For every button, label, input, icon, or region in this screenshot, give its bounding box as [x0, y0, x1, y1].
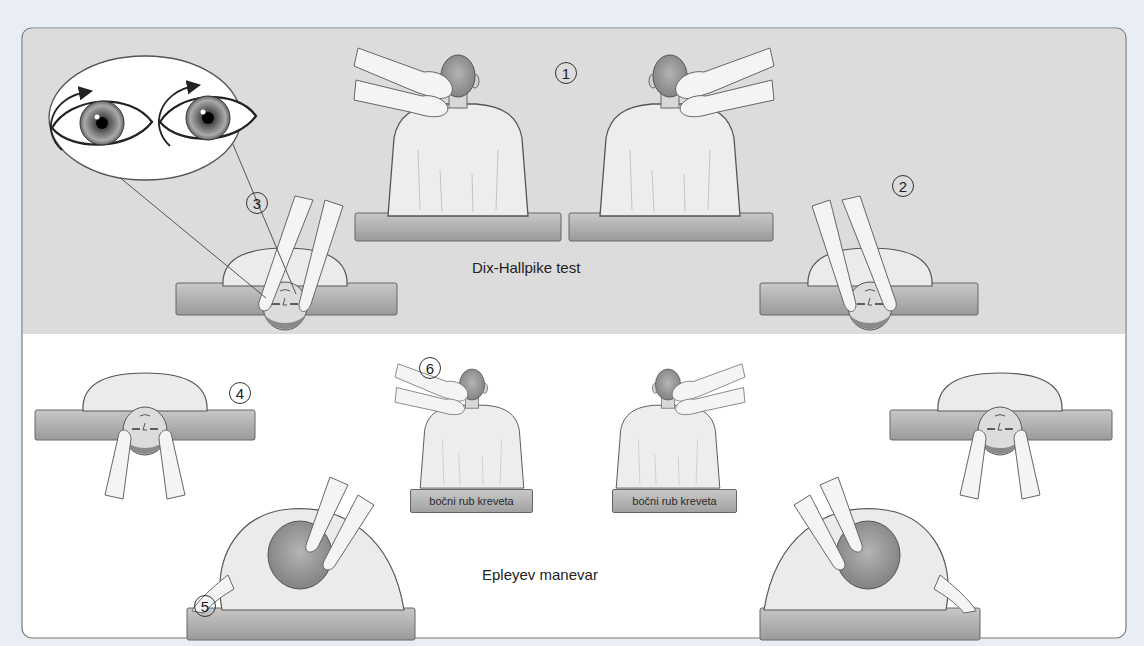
- illustration-detail: [192, 477, 404, 613]
- supine-patient: [760, 196, 978, 330]
- illustration-detail: [186, 96, 230, 140]
- section-title: Dix-Hallpike test: [472, 259, 580, 276]
- bed-label: bočni rub kreveta: [429, 495, 513, 507]
- illustration-detail: [760, 608, 980, 640]
- callout-number: 3: [246, 192, 268, 214]
- section-title: Epleyev manevar: [482, 566, 598, 583]
- illustration-detail: [49, 56, 241, 180]
- eye-zoom: [49, 56, 296, 298]
- callout-number: 5: [194, 595, 216, 617]
- seated-patient: [616, 364, 745, 488]
- supine-patient: [35, 373, 255, 499]
- callout-number: 4: [229, 382, 251, 404]
- supine-patient: [176, 196, 397, 330]
- test-panel: Dix-Hallpike test: [22, 28, 1126, 334]
- bed-edge: bočni rub kreveta: [410, 489, 533, 513]
- seated-patient: [395, 364, 524, 488]
- illustration-detail: [355, 213, 561, 241]
- seated-patient: [354, 48, 561, 241]
- callout-number: 2: [892, 175, 914, 197]
- side-lying-patient: [760, 477, 980, 640]
- bed-edge: bočni rub kreveta: [612, 489, 737, 513]
- side-lying-patient: [187, 477, 415, 640]
- illustration-detail: [764, 477, 976, 613]
- illustration-detail: [672, 364, 745, 415]
- illustration-detail: [105, 430, 185, 499]
- illustration-detail: [187, 608, 415, 640]
- illustration-detail: [354, 48, 452, 117]
- outer-frame: [22, 28, 1126, 638]
- panel-ground: [23, 29, 1125, 334]
- illustration-detail: [118, 176, 266, 298]
- illustration-detail: [80, 101, 124, 145]
- illustration-detail: [259, 196, 343, 312]
- illustration-detail: [201, 110, 206, 115]
- illustration-detail: [812, 196, 896, 312]
- illustration-detail: [676, 48, 774, 117]
- illustration-detail: [938, 373, 1062, 455]
- callout-number: 6: [419, 357, 441, 379]
- supine-patient: [890, 373, 1112, 499]
- seated-patient: [569, 48, 774, 241]
- illustration-detail: [51, 92, 86, 150]
- bed-label: bočni rub kreveta: [632, 495, 716, 507]
- illustration-detail: [95, 115, 100, 120]
- illustration-detail: [569, 213, 773, 241]
- illustration-detail: [83, 373, 207, 455]
- illustration-detail: [960, 430, 1040, 499]
- callout-number: 1: [555, 62, 577, 84]
- illustration-detail: [232, 142, 296, 294]
- illustration-detail: [52, 102, 152, 145]
- illustration-detail: [159, 86, 194, 146]
